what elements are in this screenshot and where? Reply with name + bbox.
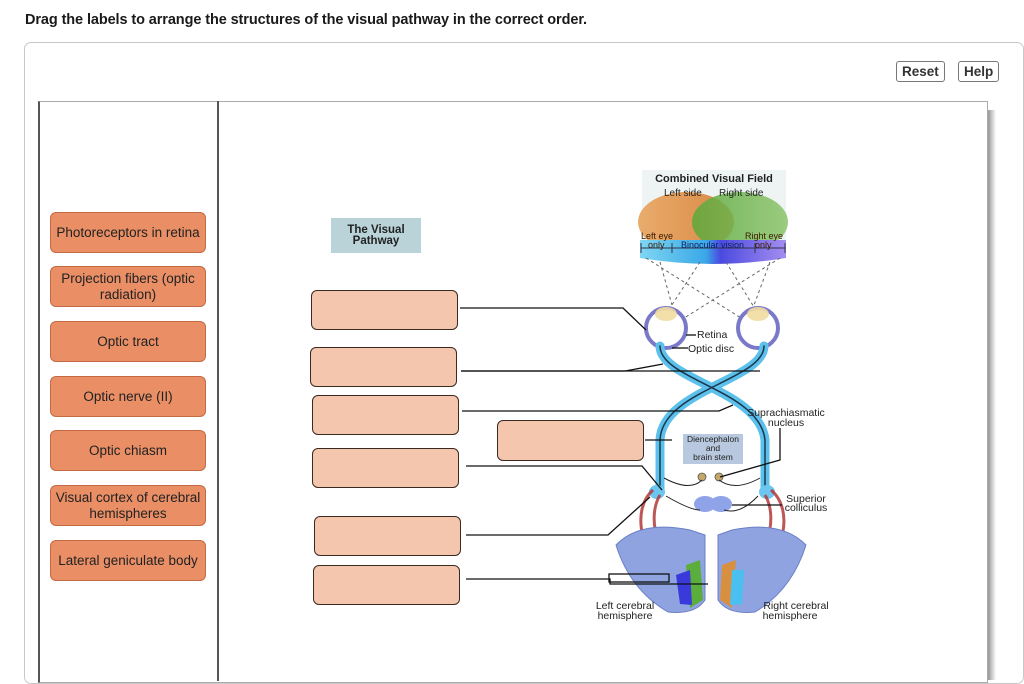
right-eye-only-label-2: only (755, 240, 772, 250)
drop-target-3[interactable] (312, 395, 459, 435)
right-visual-field (692, 192, 788, 252)
drop-target-5[interactable] (312, 448, 459, 488)
visual-field-title: Combined Visual Field (655, 173, 773, 185)
suprachiasmatic-label-1: Suprachiasmatic (747, 407, 825, 419)
diencephalon-label-3: brain stem (693, 452, 733, 462)
right-hemisphere-label-1: Right cerebral (763, 600, 829, 612)
reset-button[interactable]: Reset (896, 61, 945, 82)
draggable-label[interactable]: Lateral geniculate body (50, 540, 206, 581)
drop-target-6[interactable] (314, 516, 461, 556)
left-hemisphere-label-2: hemisphere (597, 610, 653, 622)
draggable-label[interactable]: Optic chiasm (50, 430, 206, 471)
right-side-label: Right side (719, 188, 764, 199)
diencephalon-label-1: Diencephalon (687, 434, 739, 444)
left-hemisphere-label-1: Left cerebral (595, 600, 655, 612)
draggable-label[interactable]: Optic tract (50, 321, 206, 362)
right-lgn (759, 485, 775, 499)
retina-label: Retina (697, 329, 728, 341)
right-eye-only-label-1: Right eye (745, 231, 784, 241)
suprachiasmatic-label-2: nucleus (767, 417, 805, 429)
draggable-label[interactable]: Visual cortex of cerebral hemispheres (50, 485, 206, 526)
left-eye-only-label-1: Left eye (641, 231, 674, 241)
drop-target-2[interactable] (310, 347, 457, 387)
left-eye-only-label-2: only (648, 240, 665, 250)
diagram-title: The Visual Pathway (331, 218, 421, 253)
drop-target-7[interactable] (313, 565, 460, 605)
binocular-vision-label: Binocular vision (681, 240, 745, 250)
superior-colliculus-label-2: colliculus (784, 502, 828, 514)
draggable-label[interactable]: Photoreceptors in retina (50, 212, 206, 253)
diagram-title-text: The Visual Pathway (347, 223, 405, 247)
right-hemisphere-label-2: hemisphere (762, 610, 818, 622)
left-side-label: Left side (664, 188, 702, 199)
drop-target-4[interactable] (497, 420, 644, 461)
optic-disc-label: Optic disc (688, 343, 735, 355)
diencephalon-brainstem-box: Diencephalon and brain stem (683, 434, 743, 464)
superior-colliculus-label-1: Superior (786, 493, 826, 505)
diencephalon-label-2: and (705, 443, 721, 453)
visual-pathway-diagram (460, 170, 807, 613)
instruction-text: Drag the labels to arrange the structure… (25, 12, 587, 28)
help-button[interactable]: Help (958, 61, 1000, 82)
workspace-shadow (986, 110, 996, 680)
drop-target-1[interactable] (311, 290, 458, 330)
label-bank-divider (217, 101, 219, 681)
visual-field-band (640, 240, 786, 264)
draggable-label[interactable]: Projection fibers (optic radiation) (50, 266, 206, 307)
draggable-label[interactable]: Optic nerve (II) (50, 376, 206, 417)
